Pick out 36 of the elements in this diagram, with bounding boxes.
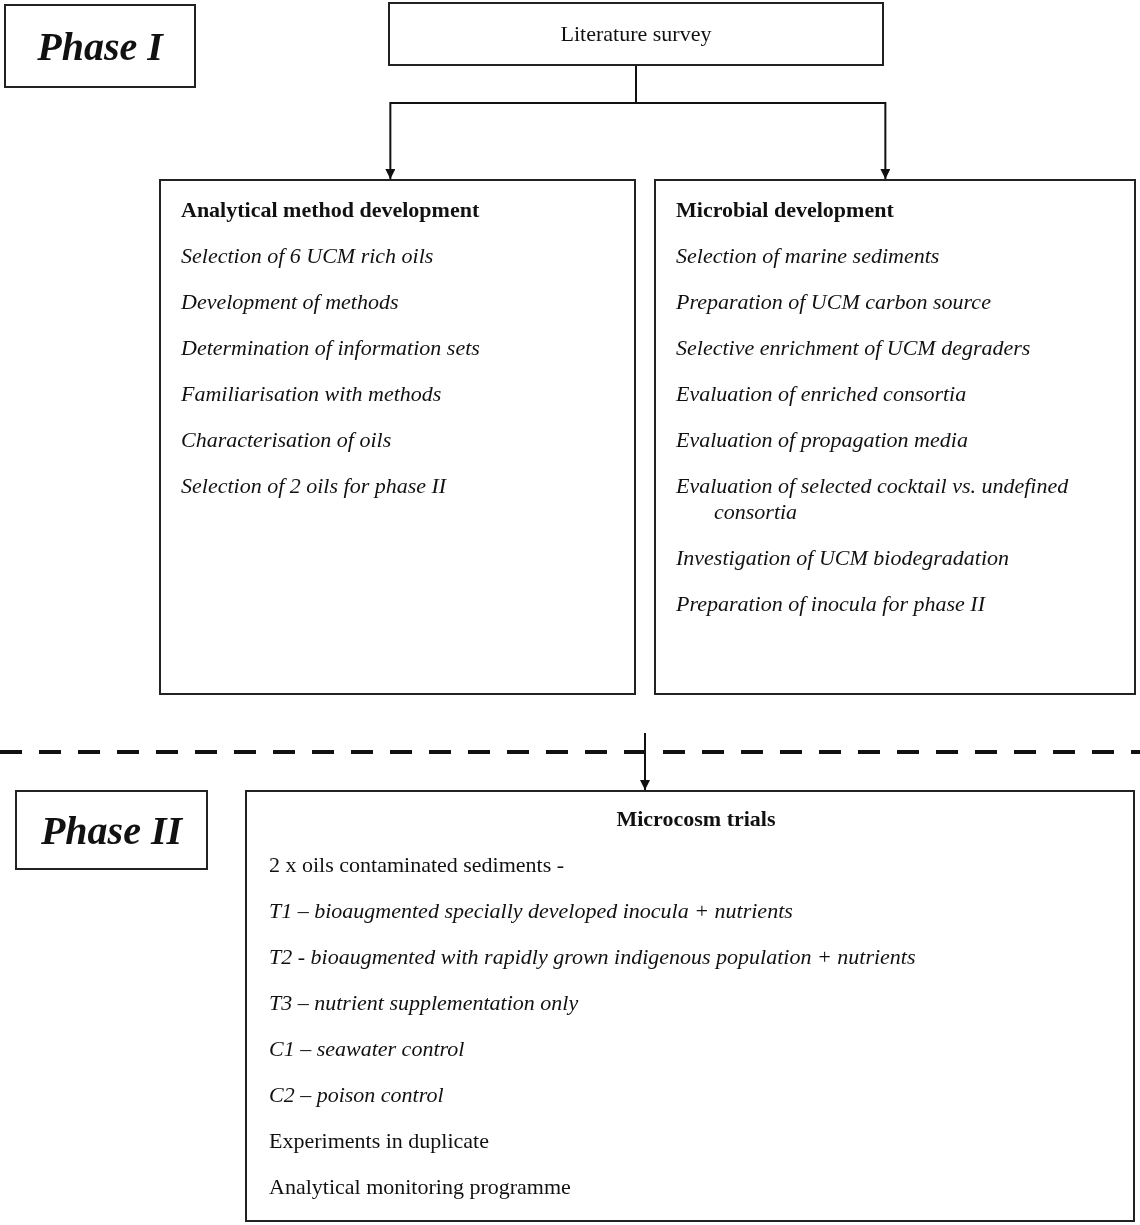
box-heading: Microbial development bbox=[676, 197, 895, 223]
list-item: T2 - bioaugmented with rapidly grown indigenous population + nutrients bbox=[269, 944, 917, 970]
list-item: Preparation of UCM carbon source bbox=[676, 289, 992, 315]
list-item: Experiments in duplicate bbox=[269, 1128, 490, 1154]
list-item: Characterisation of oils bbox=[181, 427, 393, 453]
list-item: Evaluation of selected cocktail vs. undefined consortia bbox=[676, 473, 1070, 525]
phase-box bbox=[4, 4, 196, 88]
phase-label: Phase II bbox=[40, 806, 183, 854]
list-item: Determination of information sets bbox=[181, 335, 481, 361]
box-heading: Analytical method development bbox=[181, 197, 481, 223]
list-item: Preparation of inocula for phase II bbox=[676, 591, 987, 617]
list-item: C1 – seawater control bbox=[269, 1036, 466, 1062]
list-item: Familiarisation with methods bbox=[181, 381, 443, 407]
box-label: Literature survey bbox=[560, 21, 712, 47]
list-item: Evaluation of enriched consortia bbox=[676, 381, 968, 407]
phase-label: Phase I bbox=[37, 22, 163, 70]
list-item: T1 – bioaugmented specially developed inocula + nutrients bbox=[269, 898, 794, 924]
list-item: Development of methods bbox=[181, 289, 400, 315]
arrow bbox=[635, 65, 891, 180]
list-item: Selection of 6 UCM rich oils bbox=[181, 243, 435, 269]
list-item: Evaluation of propagation media bbox=[676, 427, 969, 453]
process-box bbox=[245, 790, 1135, 1222]
list-item: Selective enrichment of UCM degraders bbox=[676, 335, 1032, 361]
process-box bbox=[159, 179, 636, 695]
box-heading: Microcosm trials bbox=[615, 806, 777, 832]
process-box bbox=[388, 2, 884, 66]
list-item: T3 – nutrient supplementation only bbox=[269, 990, 580, 1016]
arrow bbox=[640, 732, 650, 791]
list-item: 2 x oils contaminated sediments - bbox=[269, 852, 566, 878]
process-box bbox=[654, 179, 1136, 695]
list-item: Analytical monitoring programme bbox=[269, 1174, 572, 1200]
list-item: Selection of marine sediments bbox=[676, 243, 941, 269]
list-item: Selection of 2 oils for phase II bbox=[181, 473, 448, 499]
list-item: Investigation of UCM biodegradation bbox=[676, 545, 1011, 571]
list-item: C2 – poison control bbox=[269, 1082, 445, 1108]
phase-box bbox=[15, 790, 208, 870]
